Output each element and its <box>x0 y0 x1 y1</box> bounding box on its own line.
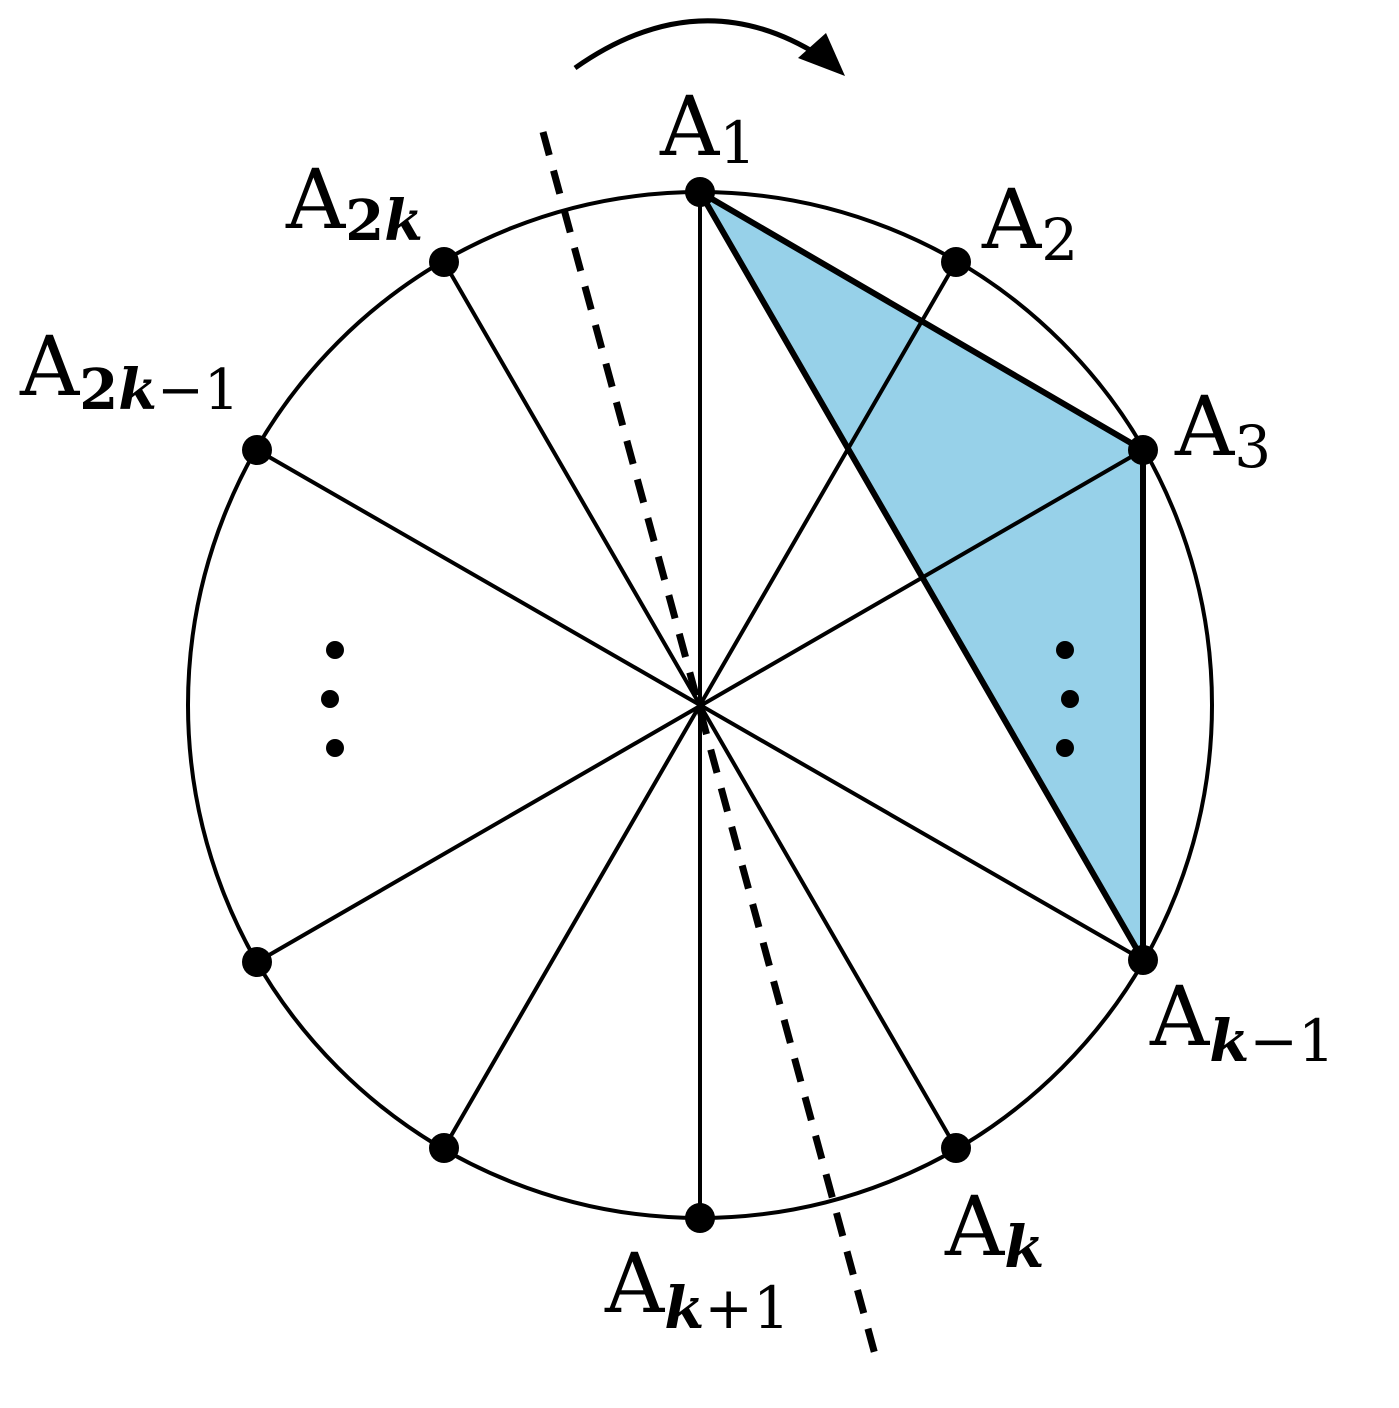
triangle-outline <box>691 183 1146 972</box>
label-a2k: A2k <box>285 153 423 254</box>
vertex-left-lower <box>242 947 272 977</box>
label-ak: Ak <box>944 1180 1044 1281</box>
vertex-akp1 <box>685 1203 715 1233</box>
clockwise-arrow-icon <box>573 18 845 76</box>
vertex-ak <box>941 1133 971 1163</box>
vertex-bottom-left <box>429 1133 459 1163</box>
label-ak-plus-1: Ak+1 <box>604 1237 790 1342</box>
dashed-axis <box>539 131 881 1363</box>
vertex-akm1 <box>1128 945 1158 975</box>
vertex-a3 <box>1128 435 1158 465</box>
label-a1: A1 <box>659 80 756 177</box>
label-a3: A3 <box>1174 380 1271 481</box>
diameters <box>255 192 1145 1218</box>
label-a2k-minus-1: A2k−1 <box>19 320 240 423</box>
label-ak-minus-1: Ak−1 <box>1149 970 1335 1075</box>
ellipsis-right <box>1056 641 1079 757</box>
vertex-a1 <box>685 177 715 207</box>
vertex-points <box>242 177 1158 1233</box>
diameter-a2k-ak <box>442 260 958 1150</box>
ellipsis-left <box>321 641 344 757</box>
vertex-a2k1 <box>242 435 272 465</box>
label-a2: A2 <box>981 173 1078 274</box>
vertex-a2 <box>941 247 971 277</box>
vertex-a2k <box>429 247 459 277</box>
